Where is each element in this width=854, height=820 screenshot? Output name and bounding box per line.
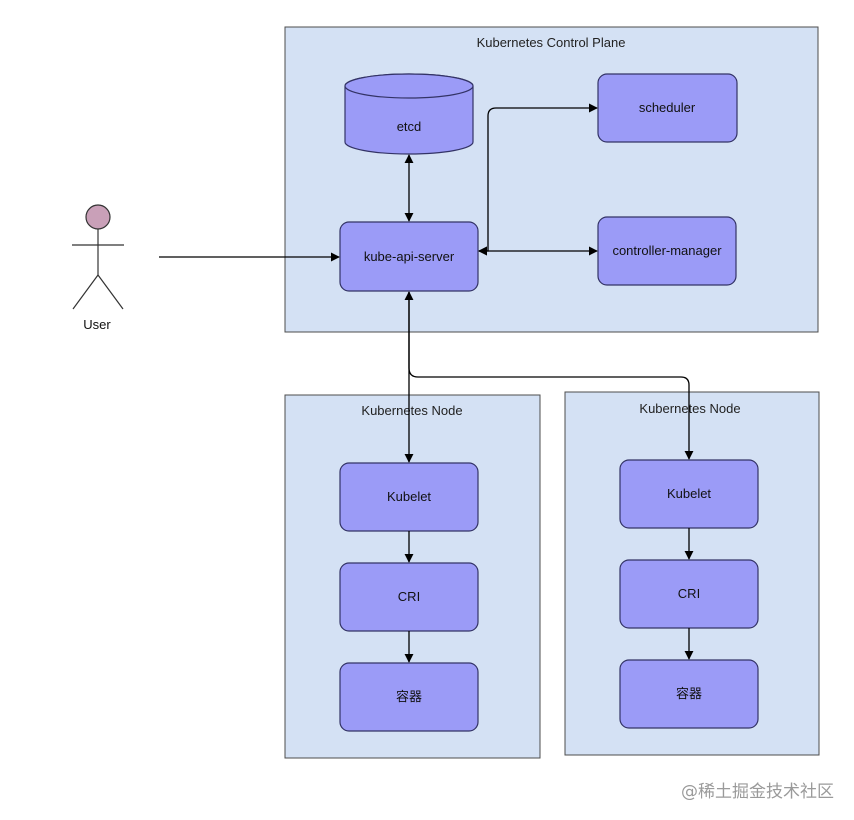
etcd-database[interactable] [344,73,474,155]
controller-manager-label: controller-manager [612,243,722,258]
user-actor-icon [72,204,124,310]
edge-api-server-scheduler [478,103,598,256]
container-label-left: 容器 [396,689,422,704]
node-right-title: Kubernetes Node [639,401,740,416]
kubelet-label-left: Kubelet [387,489,431,504]
kubelet-label-right: Kubelet [667,486,711,501]
kube-api-server-label: kube-api-server [364,249,455,264]
cri-label-right: CRI [678,586,700,601]
container-box-right[interactable] [619,659,759,729]
user-label: User [83,317,111,332]
watermark: @稀土掘金技术社区 [681,782,834,802]
node-left-title: Kubernetes Node [361,403,462,418]
scheduler-label: scheduler [639,100,696,115]
scheduler-box[interactable] [597,73,738,143]
container-box-left[interactable] [339,662,479,732]
etcd-label: etcd [397,119,422,134]
edge-api-server-kubelet-right [408,292,694,460]
container-label-right: 容器 [676,686,702,701]
controller-manager-box[interactable] [597,216,737,286]
control-plane-title: Kubernetes Control Plane [477,35,626,50]
cri-label-left: CRI [398,589,420,604]
kube-api-server-box[interactable] [339,221,479,292]
